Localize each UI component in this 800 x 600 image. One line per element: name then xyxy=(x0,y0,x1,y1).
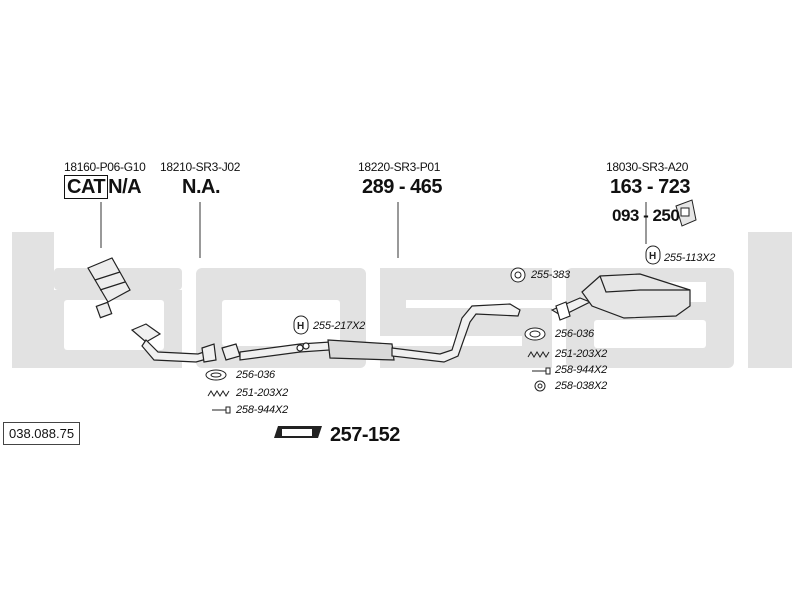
rear-hanger-bracket xyxy=(675,199,697,227)
rear-ring-label: 255-383 xyxy=(531,269,570,281)
rear-hanger-small-label: 255-113X2 xyxy=(664,252,716,264)
rear-muffler-part: 163 - 723 xyxy=(610,176,691,198)
gasket-icon xyxy=(205,327,546,381)
oem-number-front: 18210-SR3-J02 xyxy=(160,160,241,174)
rear-muffler xyxy=(550,273,691,321)
front-spring-label: 251-203X2 xyxy=(236,387,289,399)
rear-spring-label: 251-203X2 xyxy=(555,348,608,360)
rear-gasket-label: 256-036 xyxy=(555,328,594,340)
rear-hanger-part: 093 - 250 xyxy=(612,206,680,225)
center-pipe xyxy=(221,303,521,363)
spring-icon xyxy=(207,351,550,397)
reference-number: 038.088.75 xyxy=(3,422,81,445)
oem-number-rear: 18030-SR3-A20 xyxy=(606,160,689,174)
rear-nut-label: 258-038X2 xyxy=(555,380,608,392)
svg-text:H: H xyxy=(649,251,656,262)
front-bolt-label: 258-944X2 xyxy=(236,404,289,416)
bolt-icon xyxy=(212,367,551,414)
front-gasket-label: 256-036 xyxy=(236,369,275,381)
rubber-ring-icon xyxy=(510,267,526,283)
leader-lines xyxy=(100,202,647,258)
oem-number-cat: 18160-P06-G10 xyxy=(64,160,146,174)
oem-number-center: 18220-SR3-P01 xyxy=(358,160,441,174)
front-pipe xyxy=(130,323,217,363)
rear-bolt-label: 258-944X2 xyxy=(555,364,608,376)
svg-text:H: H xyxy=(297,321,304,332)
kit-part: 257-152 xyxy=(330,424,400,446)
cat-value: N/A xyxy=(108,176,142,198)
center-hanger-label: 255-217X2 xyxy=(313,320,366,332)
front-pipe-part: N.A. xyxy=(182,176,221,198)
nut-icon xyxy=(534,380,546,392)
catalytic-converter xyxy=(87,257,131,319)
hanger-icon xyxy=(293,245,661,335)
center-pipe-part: 289 - 465 xyxy=(362,176,443,198)
bosal-logo-icon xyxy=(274,426,322,438)
cat-label: CAT xyxy=(64,175,109,199)
